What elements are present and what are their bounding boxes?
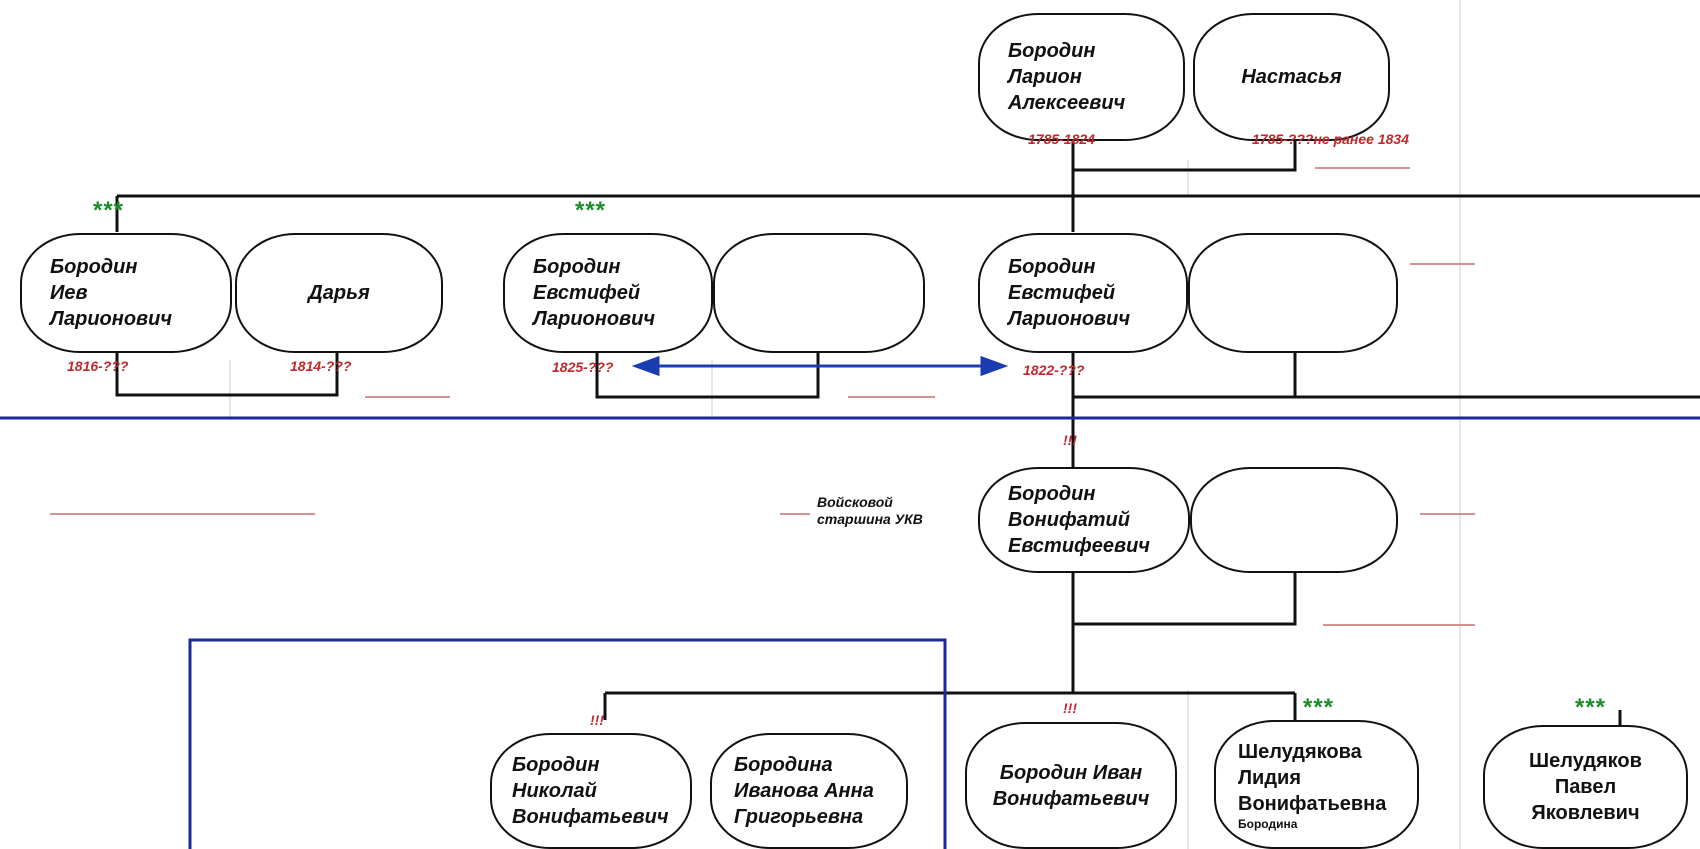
person-evstifey-1825-line2: Евстифей [533, 282, 641, 304]
person-iev-larionovich[interactable]: Бородин Иев Ларионович [20, 233, 232, 353]
person-larion-line1: Бородин [1008, 40, 1096, 62]
person-evstifey-larionovich-1822[interactable]: Бородин Евстифей Ларионович [978, 233, 1188, 353]
person-nikolay-line2: Николай [512, 780, 597, 802]
person-pavel-line2: Павел [1554, 776, 1617, 798]
date-nastasya: 1785-???не ранее 1834 [1252, 131, 1409, 147]
rank-note-line1: Войсковой [817, 494, 893, 510]
person-ivan-line2: Вонифатьевич [992, 787, 1150, 810]
person-larion-alekseevich[interactable]: Бородин Ларион Алексеевич [978, 13, 1185, 141]
person-vonifatiy-line1: Бородин [1008, 483, 1096, 505]
excl-marker-nikolay: !!! [590, 712, 604, 728]
excl-marker-vonifatiy: !!! [1063, 432, 1077, 448]
person-evstifey-1825-spouse-empty[interactable] [713, 233, 925, 353]
person-lidiya-vonifatievna[interactable]: Шелудякова Лидия Вонифатьевна Бородина [1214, 720, 1419, 849]
person-evstifey-1822-line2: Евстифей [1008, 282, 1116, 304]
date-evstifey-1822: 1822-??? [1023, 362, 1085, 378]
person-nikolay-line3: Вонифатьевич [512, 806, 669, 828]
person-pavel-line1: Шелудяков [1529, 750, 1642, 772]
date-darya: 1814-??? [290, 358, 352, 374]
person-evstifey-1825-line3: Ларионович [533, 308, 656, 330]
person-vonifatiy-spouse-empty[interactable] [1190, 467, 1398, 573]
person-lidiya-line2: Лидия [1238, 766, 1301, 789]
person-vonifatiy-line2: Вонифатий [1008, 509, 1130, 531]
person-lidiya-line1: Шелудякова [1238, 740, 1362, 763]
date-larion: 1785-1824 [1028, 131, 1095, 147]
person-ivan-vonifatievich[interactable]: Бородин Иван Вонифатьевич [965, 722, 1177, 849]
person-evstifey-larionovich-1825[interactable]: Бородин Евстифей Ларионович [503, 233, 713, 353]
date-evstifey-1825: 1825-??? [552, 359, 614, 375]
stars-marker-pavel: *** [1575, 694, 1607, 721]
person-lidiya-maiden-name: Бородина [1238, 816, 1298, 831]
stars-marker-evstifey-1825: *** [575, 197, 607, 224]
stars-marker-iev: *** [93, 197, 125, 224]
person-darya-name: Дарья [308, 282, 370, 304]
person-nastasya[interactable]: Настасья [1193, 13, 1390, 141]
person-evstifey-1822-line3: Ларионович [1008, 308, 1131, 330]
person-anna-line2: Иванова Анна [734, 780, 874, 802]
person-iev-line3: Ларионович [50, 308, 173, 330]
person-anna-grigorievna[interactable]: Бородина Иванова Анна Григорьевна [710, 733, 908, 849]
stars-marker-lidiya: *** [1303, 694, 1335, 721]
person-evstifey-1822-spouse-empty[interactable] [1188, 233, 1398, 353]
person-iev-line1: Бородин [50, 256, 138, 278]
person-larion-line2: Ларион [1008, 66, 1082, 88]
person-iev-line2: Иев [50, 282, 88, 304]
person-larion-line3: Алексеевич [1008, 92, 1126, 114]
person-anna-line1: Бородина [734, 754, 833, 776]
person-pavel-line3: Яковлевич [1531, 802, 1640, 824]
person-evstifey-1822-line1: Бородин [1008, 256, 1096, 278]
person-nastasya-name: Настасья [1241, 66, 1342, 88]
excl-marker-ivan: !!! [1063, 700, 1077, 716]
person-anna-line3: Григорьевна [734, 806, 864, 828]
person-darya[interactable]: Дарья [235, 233, 443, 353]
rank-note: Войсковой старшина УКВ [817, 494, 923, 528]
person-vonifatiy-line3: Евстифеевич [1008, 535, 1150, 557]
person-nikolay-vonifatievich[interactable]: Бородин Николай Вонифатьевич [490, 733, 692, 849]
date-iev: 1816-??? [67, 358, 129, 374]
person-nikolay-line1: Бородин [512, 754, 600, 776]
person-evstifey-1825-line1: Бородин [533, 256, 621, 278]
person-lidiya-line3: Вонифатьевна [1238, 792, 1387, 815]
person-pavel-yakovlevich[interactable]: Шелудяков Павел Яковлевич [1483, 725, 1688, 849]
rank-note-line2: старшина УКВ [817, 511, 923, 527]
person-ivan-line1: Бородин Иван [999, 761, 1143, 784]
person-vonifatiy-evstifeevich[interactable]: Бородин Вонифатий Евстифеевич [978, 467, 1190, 573]
